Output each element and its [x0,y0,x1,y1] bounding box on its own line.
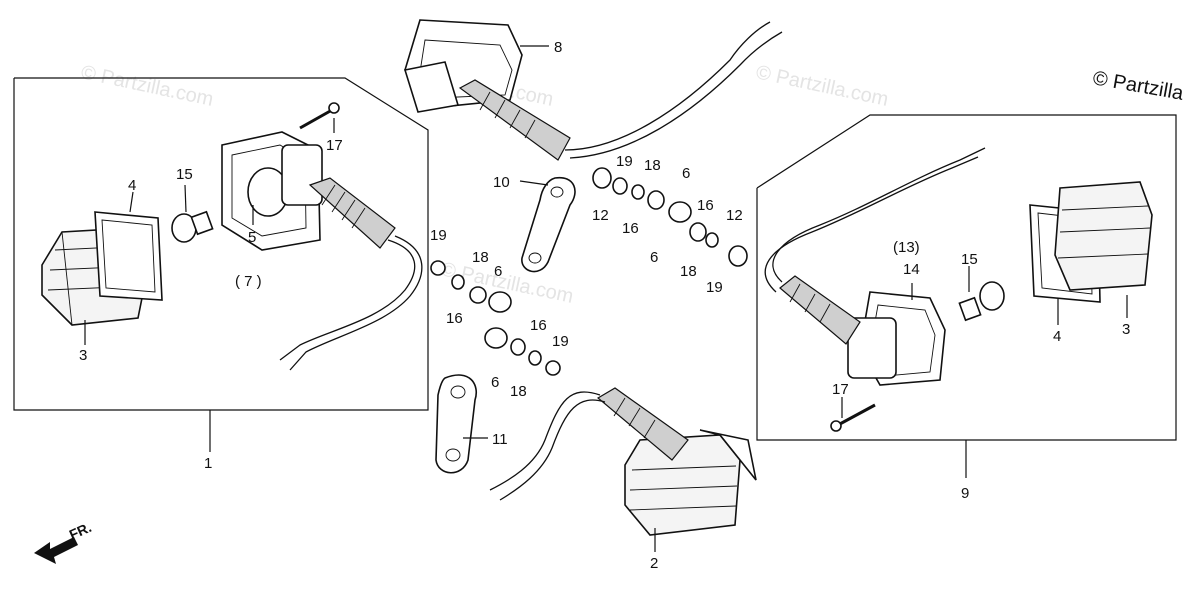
left-bulb [171,210,214,243]
watermark-1: © Partzilla.com [79,61,215,111]
callout-11: 11 [492,431,508,448]
callout-6-c: 6 [682,165,690,182]
callout-9: 9 [961,485,969,502]
callout-17-right: 17 [832,381,849,398]
callout-2: 2 [650,555,658,572]
front-label: FR. [67,519,94,543]
callout-18-a: 18 [644,157,661,174]
callout-1: 1 [204,455,212,472]
right-housing [847,291,946,386]
callout-19-a: 19 [616,153,633,170]
callout-18-c: 18 [472,249,489,266]
front-arrow-icon: FR. [34,519,94,564]
callout-15-left: 15 [176,166,193,183]
callout-6-b: 6 [491,374,499,391]
top-housing [403,19,523,113]
top-stem [458,21,783,161]
callout-10: 10 [493,174,510,191]
callout-4-left: 4 [128,177,136,194]
left-housing [221,131,323,251]
callout-8: 8 [554,39,562,56]
right-screw [830,403,876,432]
callout-16-a: 16 [622,220,639,237]
callout-labels: 1 2 3 3 4 4 5 ( 7 ) 6 6 6 6 8 9 10 11 12… [79,39,1130,572]
callout-16-b: 16 [697,197,714,214]
left-stem [279,177,423,371]
right-assembly-frame [756,114,1177,478]
callout-18-b: 18 [680,263,697,280]
callout-19-c: 19 [430,227,447,244]
callout-15-right: 15 [961,251,978,268]
bracket-11 [435,374,477,474]
callout-3-left: 3 [79,347,87,364]
right-lens [1054,181,1153,291]
lower-hardware-stack [430,260,561,376]
right-stem [764,147,986,345]
left-lens-gasket [94,211,163,301]
callout-7: ( 7 ) [235,273,262,290]
callout-12-b: 12 [726,207,743,224]
callout-17-left: 17 [326,137,343,154]
upper-hardware-stack [592,167,748,267]
callout-18-d: 18 [510,383,527,400]
bottom-stem [489,387,689,501]
left-assembly-frame [13,77,429,452]
bottom-housing [624,429,757,536]
callout-16-c: 16 [446,310,463,327]
callout-14: 14 [903,261,920,278]
copyright-text: © Partzilla [1091,67,1186,105]
callout-6-d: 6 [650,249,658,266]
callout-12-a: 12 [592,207,609,224]
callout-13: (13) [893,239,920,256]
callout-5: 5 [248,229,256,246]
left-screw [299,102,340,130]
callout-19-b: 19 [706,279,723,296]
callout-19-d: 19 [552,333,569,350]
callout-3-right: 3 [1122,321,1130,338]
leader-lines [84,45,1128,552]
bracket-10 [521,176,576,273]
right-bulb [958,281,1005,322]
callout-16-d: 16 [530,317,547,334]
callout-6-a: 6 [494,263,502,280]
callout-4-right: 4 [1053,328,1061,345]
watermark-3: © Partzilla.com [754,61,890,111]
